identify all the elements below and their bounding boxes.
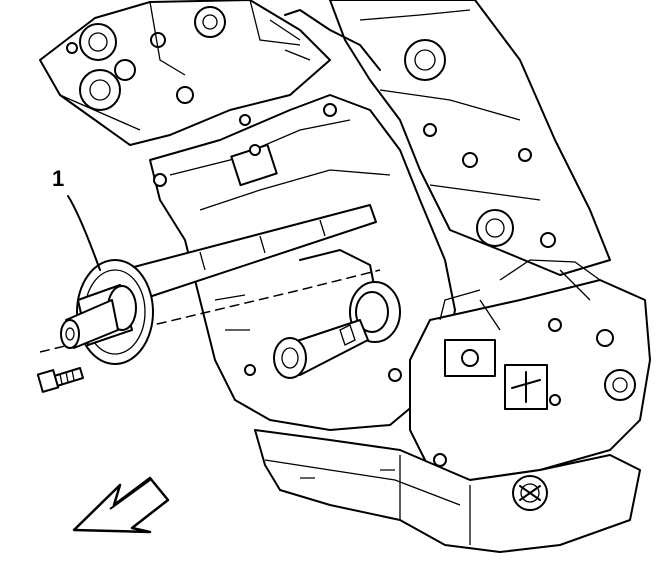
crankshaft-nose: [273, 281, 401, 379]
front-direction-arrow: [72, 476, 170, 534]
balancer-installer-tool: [60, 204, 377, 365]
bolt: [36, 367, 84, 393]
engine-block-right: [409, 259, 651, 481]
alignment-centerline: [39, 269, 381, 353]
callout-leader-line: [67, 195, 101, 271]
cylinder-head-right: [269, 0, 611, 276]
oil-pan: [254, 429, 641, 553]
cylinder-head-left: [39, 0, 331, 146]
callout-1-label: 1: [52, 166, 65, 191]
